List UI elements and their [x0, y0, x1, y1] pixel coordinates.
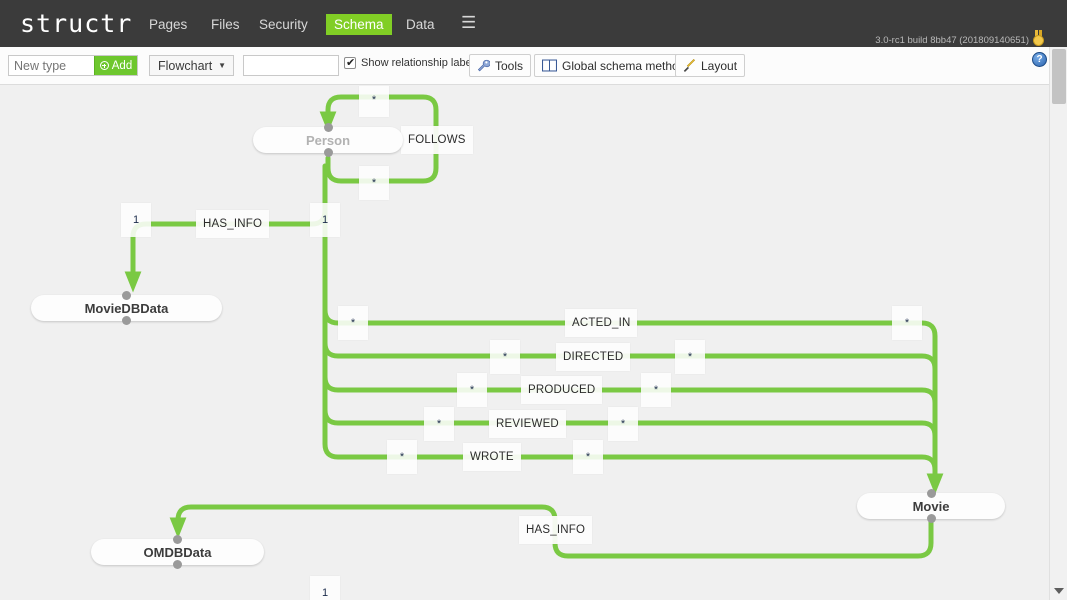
node-connector-bottom[interactable] — [323, 148, 333, 157]
hamburger-menu-icon[interactable]: ☰ — [461, 13, 477, 32]
schema-node-moviedbdata[interactable]: MovieDBData — [31, 291, 222, 325]
schema-node-label: MovieDBData — [84, 300, 169, 316]
relationship-label-produced[interactable]: PRODUCED — [521, 376, 603, 404]
node-connector-top[interactable] — [173, 535, 182, 544]
node-connector-bottom[interactable] — [122, 316, 131, 325]
chevron-down-icon: ▼ — [218, 61, 226, 70]
layout-button-label: Layout — [701, 58, 738, 73]
node-connector-top[interactable] — [323, 123, 333, 132]
layout-button[interactable]: Layout — [675, 54, 746, 77]
tools-button[interactable]: Tools — [469, 54, 532, 77]
add-button-label: Add — [111, 59, 133, 72]
cardinality-acted-in-source[interactable]: * — [338, 306, 368, 340]
layout-mode-value: Flowchart — [158, 58, 213, 73]
show-labels-label: Show relationship labels — [361, 57, 480, 69]
schema-node-label: Person — [305, 132, 351, 148]
global-schema-methods-button[interactable]: Global schema methods — [534, 54, 700, 77]
magic-wand-icon — [683, 59, 696, 72]
cardinality-produced-source[interactable]: * — [457, 373, 487, 407]
cardinality-wrote-source[interactable]: * — [387, 440, 417, 474]
cardinality-reviewed-target[interactable]: * — [608, 407, 638, 441]
cardinality-acted-in-target[interactable]: * — [892, 306, 922, 340]
relationship-label-has-info-movie[interactable]: HAS_INFO — [519, 516, 593, 544]
tools-button-label: Tools — [495, 58, 524, 73]
cardinality-follows-target[interactable]: * — [359, 166, 389, 200]
new-type-control: Add — [8, 55, 138, 76]
vertical-scrollbar-thumb[interactable] — [1052, 49, 1066, 104]
cardinality-directed-source[interactable]: * — [490, 340, 520, 374]
new-type-input[interactable] — [9, 56, 94, 75]
nav-item-data[interactable]: Data — [406, 17, 435, 32]
relationship-label-follows[interactable]: FOLLOWS — [401, 126, 473, 154]
medal-icon — [1033, 30, 1044, 46]
schema-node-label: OMDBData — [143, 544, 212, 560]
node-connector-bottom[interactable] — [173, 560, 182, 569]
cardinality-follows-source[interactable]: * — [359, 86, 389, 117]
relationship-label-reviewed[interactable]: REVIEWED — [489, 410, 566, 438]
plus-icon — [99, 61, 109, 70]
relationship-label-has-info-person[interactable]: HAS_INFO — [196, 210, 270, 238]
cardinality-directed-target[interactable]: * — [675, 340, 705, 374]
global-schema-methods-label: Global schema methods — [562, 58, 692, 73]
cardinality-has-info-target[interactable]: 1 — [121, 203, 151, 237]
schema-canvas[interactable]: Person MovieDBData OMDBData Movie FOLLOW… — [0, 86, 1049, 600]
cardinality-omdb-has-info-target[interactable]: 1 — [310, 576, 340, 600]
node-connector-top[interactable] — [926, 489, 936, 498]
schema-node-omdbdata[interactable]: OMDBData — [91, 535, 264, 569]
show-relationship-labels-toggle[interactable]: Show relationship labels — [344, 56, 480, 70]
relationship-label-directed[interactable]: DIRECTED — [556, 343, 631, 371]
schema-node-movie[interactable]: Movie — [857, 489, 1005, 523]
relationship-label-wrote[interactable]: WROTE — [463, 443, 521, 471]
node-connector-bottom[interactable] — [926, 514, 936, 523]
app-logo[interactable]: structr — [20, 9, 133, 38]
nav-item-pages[interactable]: Pages — [149, 17, 188, 32]
schema-filter-input[interactable] — [243, 55, 339, 76]
wrench-icon — [477, 59, 490, 72]
nav-item-files[interactable]: Files — [211, 17, 240, 32]
nav-item-schema[interactable]: Schema — [326, 14, 392, 35]
version-label: 3.0-rc1 build 8bb47 (201809140651) — [875, 35, 1029, 46]
schema-node-person[interactable]: Person — [253, 123, 403, 157]
cardinality-produced-target[interactable]: * — [641, 373, 671, 407]
node-connector-top[interactable] — [122, 291, 131, 300]
help-circle-icon[interactable]: ? — [1032, 52, 1047, 67]
show-labels-checkbox[interactable] — [344, 56, 356, 70]
add-type-button[interactable]: Add — [94, 56, 137, 75]
layout-mode-select[interactable]: Flowchart ▼ — [149, 55, 234, 76]
nav-item-security[interactable]: Security — [259, 17, 308, 32]
scroll-down-arrow-icon[interactable] — [1054, 588, 1064, 594]
cardinality-wrote-target[interactable]: * — [573, 440, 603, 474]
schema-toolbar: Add Flowchart ▼ Show relationship labels… — [0, 47, 1049, 85]
schema-node-label: Movie — [912, 498, 950, 514]
vertical-scrollbar[interactable] — [1049, 47, 1067, 600]
book-icon — [542, 59, 557, 72]
cardinality-has-info-source[interactable]: 1 — [310, 203, 340, 237]
cardinality-reviewed-source[interactable]: * — [424, 407, 454, 441]
relationship-label-acted-in[interactable]: ACTED_IN — [565, 309, 638, 337]
top-navigation-bar: structr Pages Files Security Schema Data… — [0, 0, 1067, 47]
